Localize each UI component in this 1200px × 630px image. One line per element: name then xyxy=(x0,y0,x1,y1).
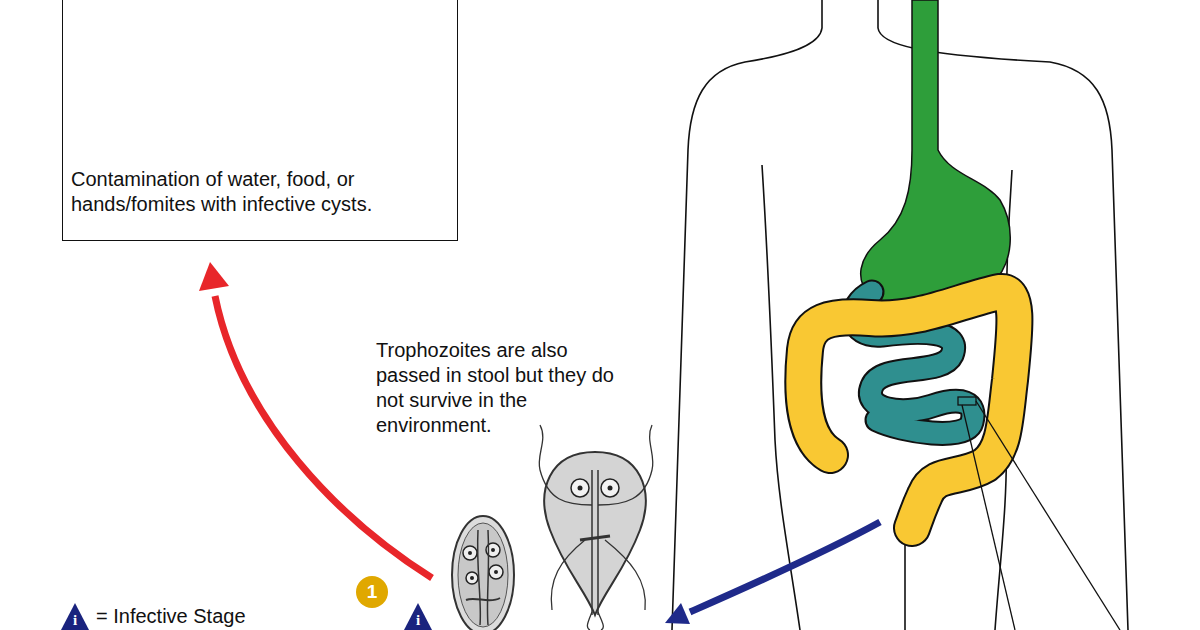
trophozoite-part-part xyxy=(598,612,603,630)
source-box: Contamination of water, food, or hands/f… xyxy=(62,0,458,241)
cyst xyxy=(452,516,514,630)
cyst-part xyxy=(466,598,500,600)
legend-entry: = Infective Stage xyxy=(96,604,246,629)
trophozoite-part-part xyxy=(551,540,585,610)
trophozoite-part xyxy=(544,452,645,615)
zoom-marker xyxy=(958,397,1120,630)
trophozoite-part xyxy=(580,536,610,540)
body-outline xyxy=(672,0,1128,630)
zoom-marker-part xyxy=(958,397,976,405)
trophozoite-part xyxy=(578,486,583,491)
infective-stage-marker-part xyxy=(61,603,89,630)
trophozoite-part-part xyxy=(587,612,592,630)
zoom-marker-part xyxy=(962,405,1015,630)
legend-text: = Infective Stage xyxy=(96,605,246,627)
trophozoite-part xyxy=(608,486,613,491)
trophozoite-part-part xyxy=(539,425,592,505)
cyst-part xyxy=(458,523,508,627)
stomach xyxy=(861,0,1011,304)
cycle-arrow-part xyxy=(665,603,690,624)
infective-stage-symbol: i xyxy=(65,612,85,628)
zoom-marker-part xyxy=(976,401,1120,630)
cyst-part xyxy=(478,530,489,625)
cyst-part xyxy=(491,548,495,552)
body-outline-part xyxy=(904,545,906,630)
cyst-part xyxy=(494,570,498,574)
trophozoite-part xyxy=(601,479,619,497)
cyst-part xyxy=(468,551,472,555)
cyst-part xyxy=(489,565,503,579)
body-outline-part xyxy=(672,0,822,630)
cyst-part xyxy=(470,576,474,580)
cyst-part xyxy=(466,572,478,584)
cycle-arrow xyxy=(665,522,880,624)
trophozoite-part xyxy=(571,479,589,497)
infective-stage-symbol: i xyxy=(408,612,428,628)
callout-number: 1 xyxy=(356,576,388,608)
cyst-part xyxy=(463,546,477,560)
trophozoite-part-part xyxy=(605,540,645,610)
infective-stage-marker-part xyxy=(404,603,432,630)
trophozoite xyxy=(539,425,653,630)
transmission-arrow-part xyxy=(199,262,229,291)
trophozoite-part xyxy=(592,470,598,615)
cycle-arrow-part xyxy=(690,522,880,612)
cyst-part xyxy=(452,516,514,630)
trophozoite-part xyxy=(539,425,653,630)
transmission-arrow-part xyxy=(215,296,432,578)
trophozoite-part-part xyxy=(598,425,653,505)
box-text: Contamination of water, food, or hands/f… xyxy=(71,167,451,217)
note-text: Trophozoites are also passed in stool bu… xyxy=(376,338,628,438)
